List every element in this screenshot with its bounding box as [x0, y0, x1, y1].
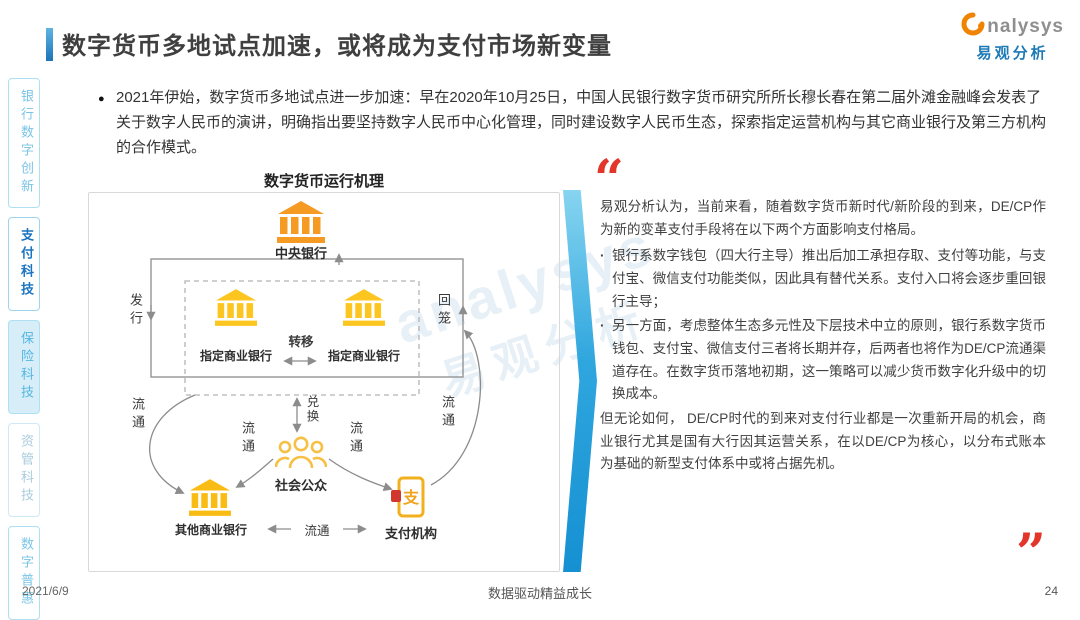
recall-label: 回笼 [436, 293, 451, 329]
sidebar-item-insurance-tech[interactable]: 保险科技 [8, 320, 40, 414]
insight-point: · 另一方面，考虑整体生态多元性及下层技术中立的原则，银行系数字货币钱包、支付宝… [600, 315, 1046, 406]
quote-close-icon: ” [1016, 523, 1046, 584]
arrow-circulate-left [149, 394, 196, 494]
diagram-title: 数字货币运行机理 [263, 173, 384, 190]
other-bank-label: 其他商业银行 [174, 523, 247, 537]
point-bullet-icon: · [600, 318, 605, 334]
insight-point: · 银行系数字钱包（四大行主导）推出后加工承担存取、支付等功能，与支付宝、微信支… [600, 245, 1046, 313]
issue-label: 发行 [128, 293, 143, 329]
sidebar-item-asset-management-tech[interactable]: 资管科技 [8, 423, 40, 517]
insight-conclusion: 但无论如何， DE/CP时代的到来对支付行业都是一次重新开局的机会，商业银行尤其… [600, 411, 1046, 472]
arrow-public-to-payment-org [328, 458, 393, 492]
other-bank-icon [189, 479, 231, 516]
circulate-label-mid-left: 流通 [240, 421, 255, 457]
central-bank-label: 中央银行 [274, 246, 327, 261]
analyst-insight-panel: 易观分析认为，当前来看，随着数字货币新时代/新阶段的到来，DE/CP作为新的变革… [600, 196, 1046, 476]
point-bullet-icon: · [600, 248, 605, 264]
payment-org-icon-badge [391, 490, 401, 502]
payment-org-label: 支付机构 [384, 526, 437, 541]
circulate-label-right: 流通 [440, 395, 455, 431]
sidebar-item-banking-digital-innovation[interactable]: 银行数字创新 [8, 78, 40, 208]
designated-banks-dashed-box [184, 280, 420, 396]
analysys-logo-icon [961, 12, 985, 41]
title-accent-bar [46, 28, 53, 61]
intro-paragraph: ● 2021年伊始，数字货币多地试点进一步加速：早在2020年10月25日，中国… [98, 86, 1048, 160]
insight-lead: 易观分析认为，当前来看，随着数字货币新时代/新阶段的到来，DE/CP作为新的变革… [600, 199, 1046, 237]
logo-brand-text: nalysys [987, 15, 1064, 37]
arrow-payment-org-circulate-up [430, 329, 482, 486]
insight-point-text: 银行系数字钱包（四大行主导）推出后加工承担存取、支付等功能，与支付宝、微信支付功… [612, 248, 1046, 309]
payment-org-icon-char: 支 [402, 490, 419, 507]
logo-brand-cn: 易观分析 [976, 45, 1049, 62]
page-number: 24 [1044, 584, 1058, 598]
footer-slogan: 数据驱动精益成长 [487, 586, 592, 601]
sidebar-item-digital-inclusion[interactable]: 数字普惠 [8, 526, 40, 620]
chevron-divider [563, 190, 597, 572]
logo-row: nalysys [961, 12, 1064, 41]
bullet-icon: ● [98, 93, 105, 105]
footer-date: 2021/6/9 [22, 584, 69, 598]
designated-bank-right-label: 指定商业银行 [327, 349, 400, 363]
public-label: 社会公众 [274, 478, 327, 493]
transfer-label: 转移 [288, 335, 314, 349]
diagram-arrows [146, 253, 482, 534]
section-sidebar: 银行数字创新 支付科技 保险科技 资管科技 数字普惠 [8, 78, 40, 620]
designated-bank-left-label: 指定商业银行 [199, 349, 272, 363]
payment-org-icon: 支 [391, 475, 425, 519]
exchange-label: 兑换 [304, 395, 319, 424]
designated-bank-right-icon [343, 289, 385, 326]
circulate-label-left: 流通 [130, 397, 145, 433]
central-bank-icon [277, 201, 325, 243]
analysys-logo: nalysys 易观分析 [961, 12, 1064, 63]
digital-currency-flow-diagram: 中央银行 指定商业银行 指定商业银行 转移 兑换 社会公众 [88, 192, 560, 572]
page-title: 数字货币多地试点加速，或将成为支付市场新变量 [62, 33, 612, 60]
circulate-label-mid-right: 流通 [348, 421, 363, 457]
intro-text: 2021年伊始，数字货币多地试点进一步加速：早在2020年10月25日，中国人民… [116, 89, 1047, 156]
insight-point-text: 另一方面，考虑整体生态多元性及下层技术中立的原则，银行系数字货币钱包、支付宝、微… [612, 318, 1046, 402]
quote-open-icon: “ [594, 149, 624, 210]
arrow-public-to-other-bank [235, 458, 274, 488]
public-people-icon [275, 435, 327, 471]
sidebar-item-payment-tech[interactable]: 支付科技 [8, 217, 40, 311]
circulate-label-bottom: 流通 [304, 524, 330, 538]
designated-bank-left-icon [215, 289, 257, 326]
